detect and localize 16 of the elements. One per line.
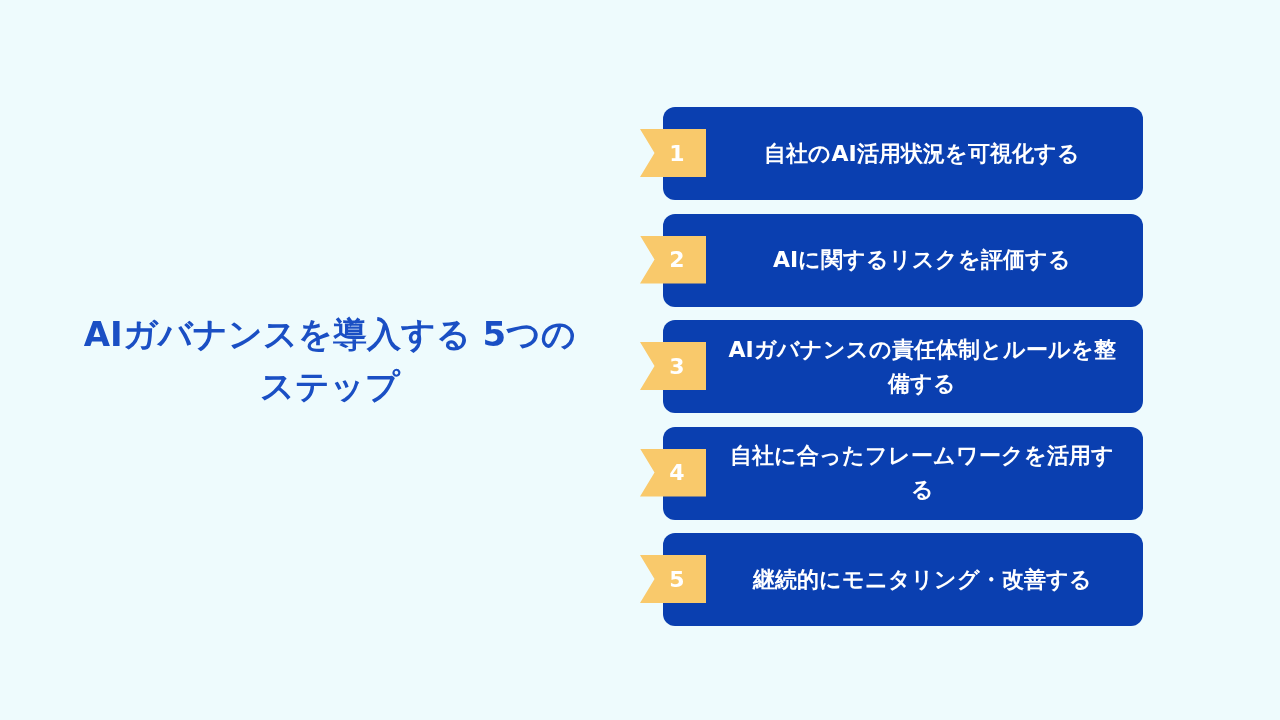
step-text: AIガバナンスの責任体制とルールを整備する <box>727 335 1117 398</box>
step-number-ribbon: 5 <box>640 555 706 603</box>
step-number-ribbon: 3 <box>640 342 706 390</box>
step-box <box>663 320 1143 413</box>
step-number-ribbon: 2 <box>640 235 706 284</box>
title: AIガバナンスを導入する 5つのステップ <box>82 313 578 408</box>
step-number-ribbon: 4 <box>640 448 706 497</box>
step-text: AIに関するリスクを評価する <box>772 246 1072 274</box>
step-box <box>663 533 1143 626</box>
step-text: 自社に合ったフレームワークを活用する <box>729 442 1115 504</box>
step-number-ribbon: 1 <box>640 129 706 177</box>
step-text: 継続的にモニタリング・改善する <box>752 565 1092 594</box>
step-box <box>663 426 1143 520</box>
step-box <box>663 213 1143 307</box>
step-text: 自社のAI活用状況を可視化する <box>764 139 1080 168</box>
step-box <box>663 107 1143 200</box>
